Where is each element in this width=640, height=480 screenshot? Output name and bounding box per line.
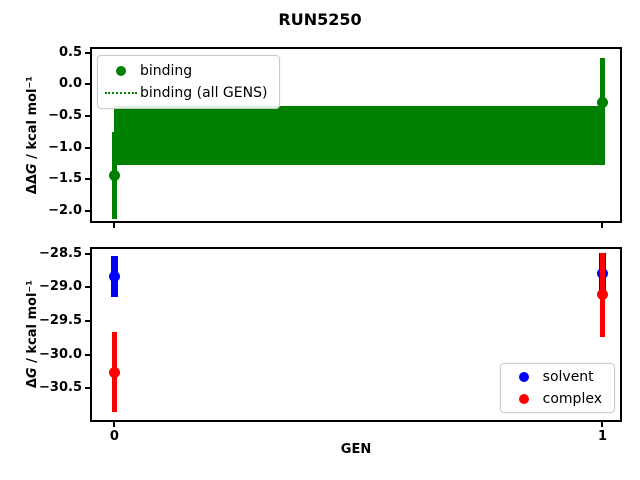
ytick-mark	[85, 320, 90, 323]
marker-complex	[596, 289, 608, 301]
xtick-mark	[601, 422, 604, 427]
xtick-mark	[113, 422, 116, 427]
ytick-mark	[85, 387, 90, 390]
ytick-mark	[85, 353, 90, 356]
x-axis-label: GEN	[340, 442, 372, 457]
ytick-label: −0.5	[48, 108, 82, 123]
y-axis-label-box-top: ΔΔG / kcal mol⁻¹	[20, 47, 44, 223]
ytick-mark	[85, 115, 90, 117]
xtick-label: 1	[597, 429, 607, 444]
ytick-mark	[85, 286, 90, 289]
legend-row: binding (all GENS)	[102, 84, 267, 102]
xtick-label: 0	[109, 429, 119, 444]
ytick-label: −30.5	[39, 380, 82, 396]
ytick-mark	[85, 209, 90, 212]
ytick-mark	[85, 178, 90, 181]
ytick-mark	[85, 146, 90, 149]
legend-row: complex	[505, 390, 602, 408]
legend-row: solvent	[505, 368, 602, 386]
legend-dot-icon	[505, 372, 543, 382]
ytick-label: −30.0	[39, 346, 82, 362]
legend-label: binding	[140, 63, 193, 79]
ytick-mark	[85, 252, 90, 255]
ytick-label: −29.0	[39, 279, 82, 295]
xtick-mark	[601, 223, 604, 228]
legend-components: solvent complex	[499, 363, 615, 413]
ytick-label: 0.0	[58, 76, 82, 92]
marker-binding	[596, 96, 608, 108]
legend-label: solvent	[542, 369, 594, 385]
legend-row: binding	[102, 62, 267, 80]
legend-dotted-line-icon	[102, 92, 140, 94]
ytick-label: −28.5	[39, 245, 82, 261]
ytick-mark	[85, 51, 90, 54]
legend-dot-icon	[102, 66, 140, 76]
marker-solvent	[108, 271, 120, 283]
ytick-label: −1.0	[48, 139, 82, 155]
marker-binding	[108, 170, 120, 182]
ytick-label: −1.5	[48, 171, 82, 187]
ytick-label: 0.5	[58, 44, 82, 60]
legend-label: binding (all GENS)	[140, 85, 268, 101]
ytick-label: −2.0	[48, 202, 82, 218]
figure-title: RUN5250	[278, 10, 362, 29]
confidence-band-binding--all-GENS-	[114, 105, 606, 166]
axes-binding: binding binding (all GENS) 0.5 0.0 −0.5 −1.0…	[48, 45, 622, 228]
legend-binding: binding binding (all GENS)	[97, 55, 281, 109]
y-axis-label-dg: ΔG / kcal mol⁻¹	[24, 280, 40, 389]
axes-free-energy: solvent complex GEN −28.5 −29.0 −29.5 −30.0 −…	[39, 246, 622, 457]
xtick-mark	[113, 223, 116, 228]
ytick-label: −29.5	[39, 313, 82, 329]
ytick-mark	[85, 83, 90, 86]
legend-dot-icon	[505, 394, 543, 404]
marker-complex	[108, 366, 120, 378]
legend-label: complex	[542, 391, 602, 407]
